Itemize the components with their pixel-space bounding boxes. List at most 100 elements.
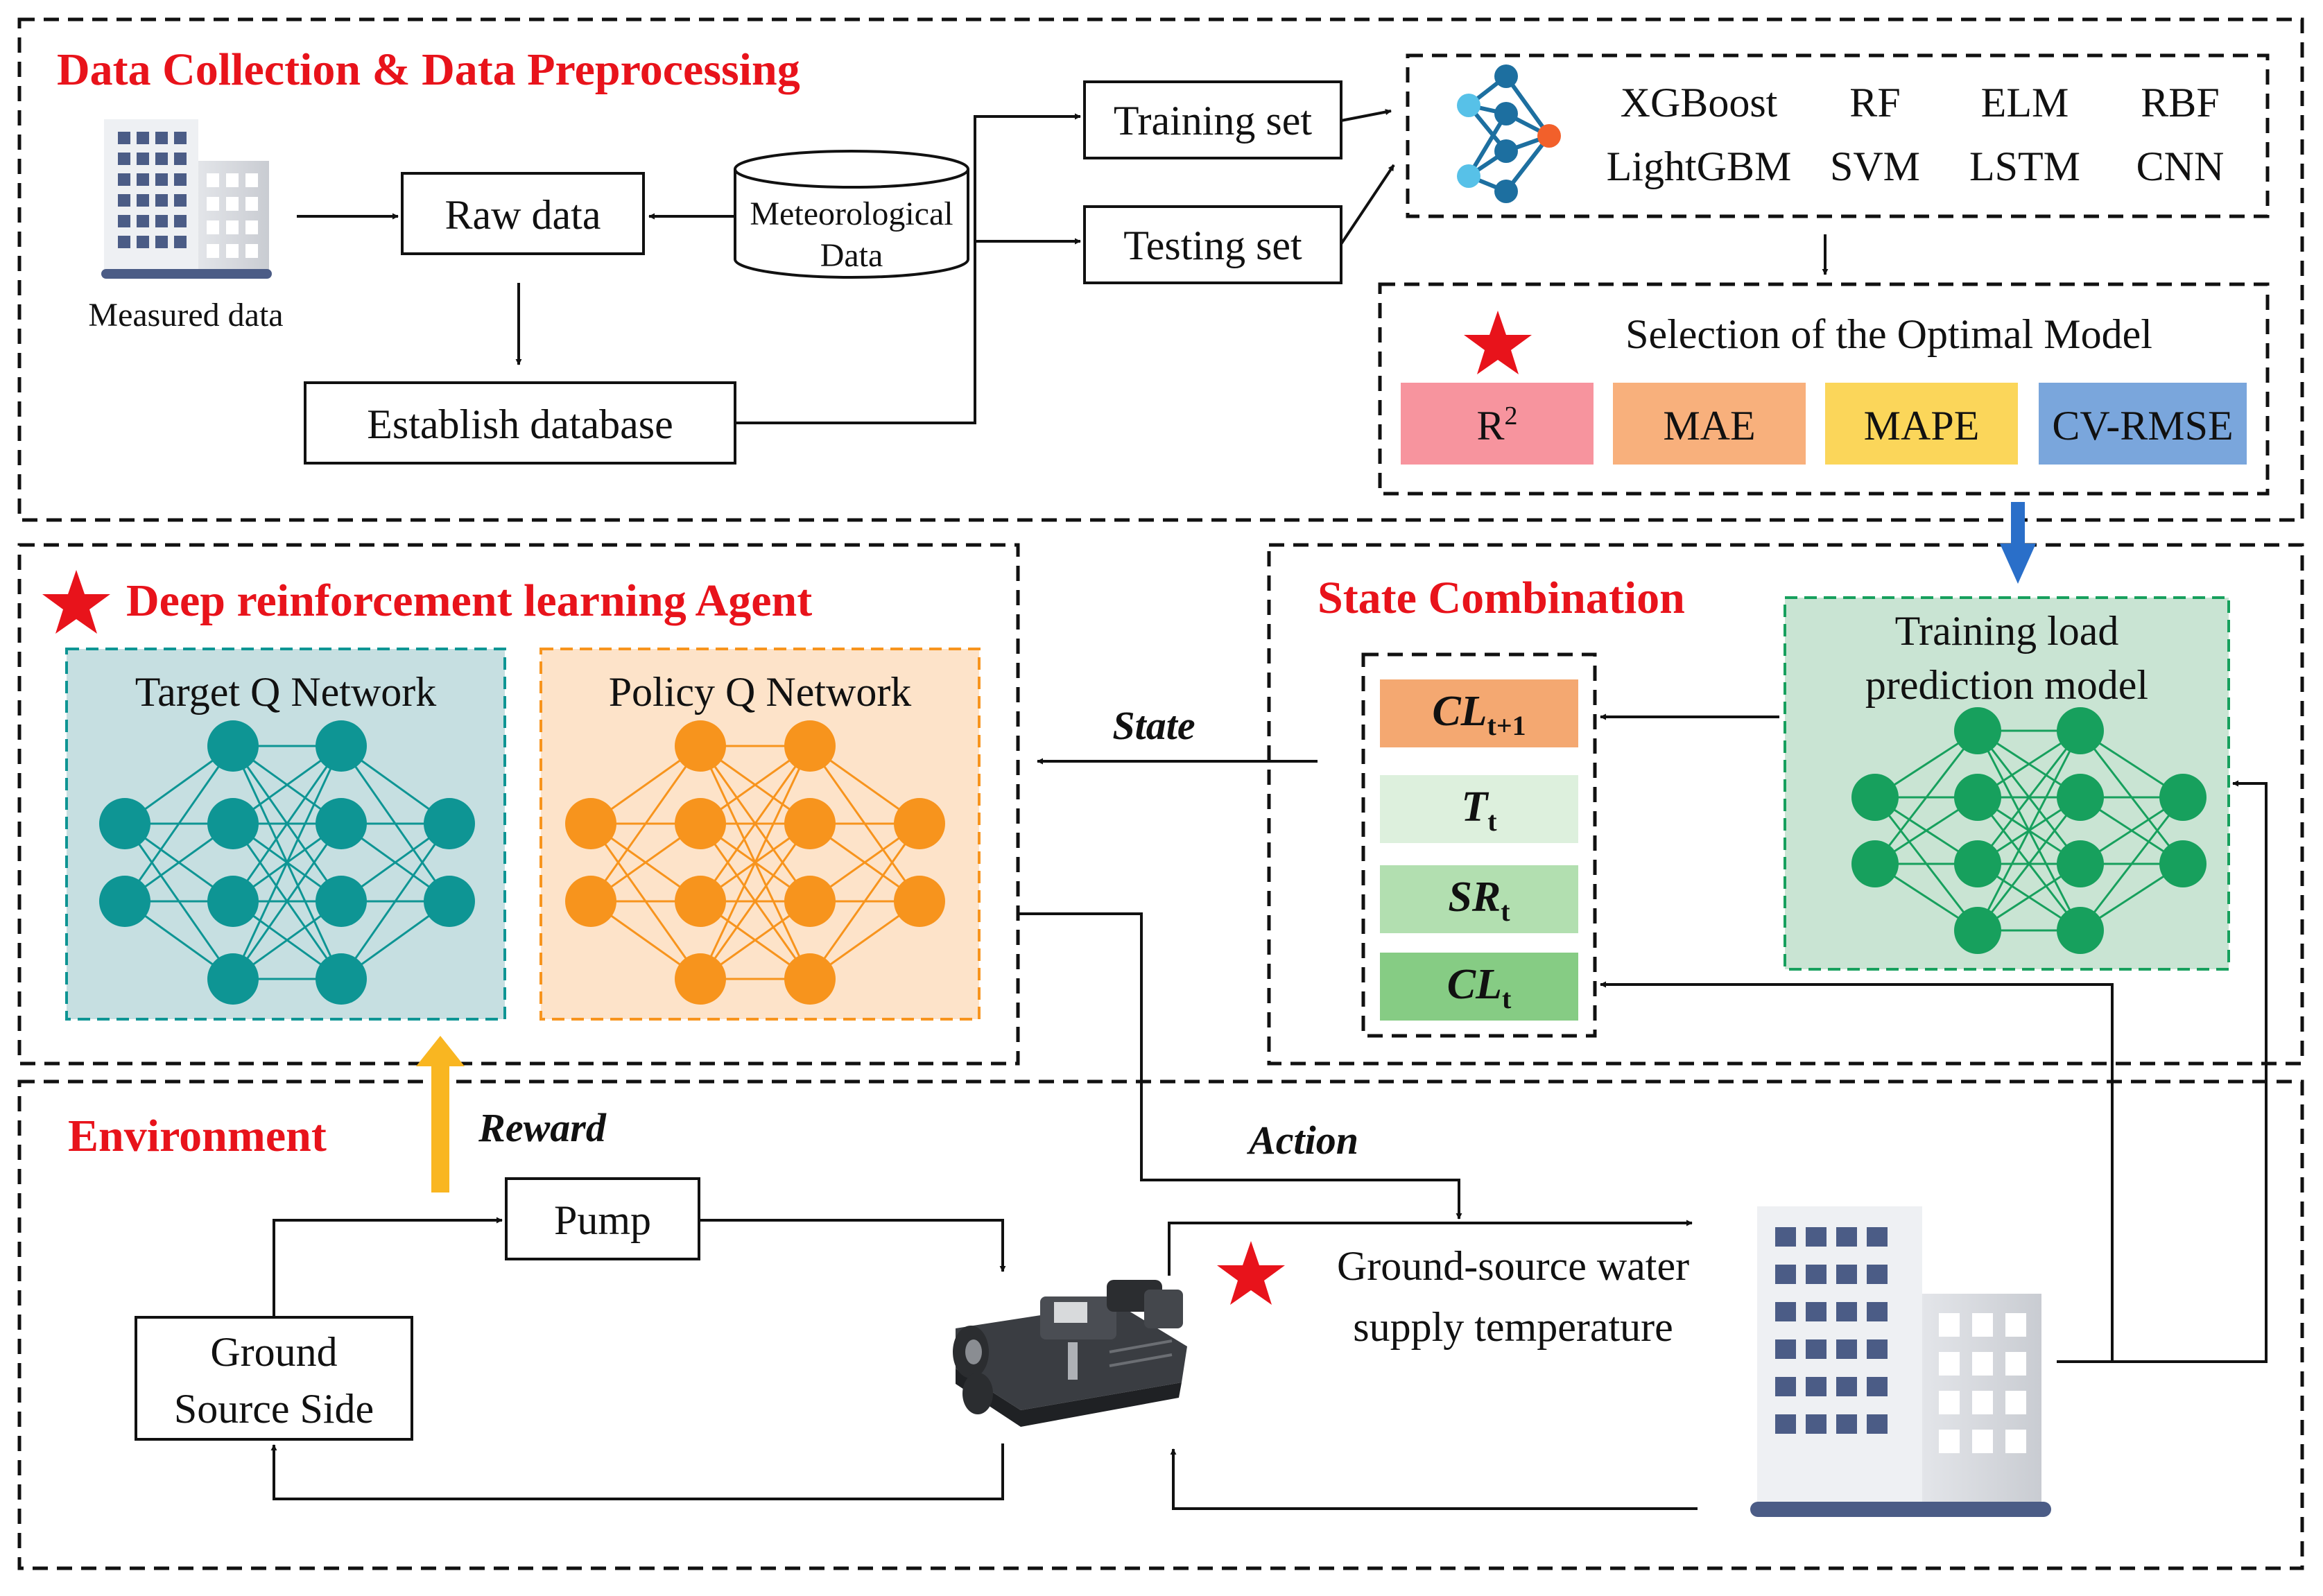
svg-text:MAE: MAE (1663, 403, 1755, 449)
state-var-sr: SRt (1380, 865, 1578, 933)
model-cnn: CNN (2136, 144, 2225, 189)
selection-box (1378, 282, 2270, 496)
agent-frame (17, 543, 1020, 1066)
model-svm: SVM (1830, 144, 1920, 189)
arrow-selection-to-training-model (2000, 502, 2036, 584)
data-collection-frame (17, 17, 2304, 522)
meteorological-label-line1: Meteorological (750, 196, 953, 232)
svg-text:CLt: CLt (1447, 961, 1512, 1014)
section-title-environment: Environment (68, 1111, 327, 1161)
meteorological-label-line2: Data (820, 237, 883, 274)
model-lightgbm: LightGBM (1607, 144, 1792, 189)
network-edge (232, 823, 343, 980)
metric-cv-rmse: CV-RMSE (2039, 383, 2247, 465)
models-box (1406, 53, 2270, 218)
target-q-network-graph (99, 720, 475, 1005)
network-node (2057, 840, 2104, 887)
network-edge (1976, 730, 2082, 865)
water-supply-label-line1: Ground-source water (1337, 1243, 1689, 1289)
network-edge (232, 745, 343, 902)
network-node (316, 953, 367, 1005)
network-node (675, 720, 726, 772)
action-flow-label: Action (1247, 1118, 1358, 1163)
star-icon (42, 570, 110, 634)
connector-building-to-state (1600, 981, 2114, 1363)
network-node (207, 953, 259, 1005)
network-edge (123, 745, 234, 902)
policy-q-network-graph (565, 720, 945, 1005)
section-title-data-collection: Data Collection & Data Preprocessing (57, 44, 800, 95)
network-node (2057, 774, 2104, 821)
state-var-t: Tt (1380, 775, 1578, 843)
network-node (894, 876, 945, 927)
section-title-state-combination: State Combination (1318, 573, 1685, 623)
svg-text:MAPE: MAPE (1864, 403, 1980, 449)
svg-text:R2: R2 (1476, 401, 1517, 449)
model-xgboost: XGBoost (1621, 80, 1778, 125)
model-rf: RF (1849, 80, 1900, 125)
section-title-agent: Deep reinforcement learning Agent (126, 575, 812, 626)
metric-mape: MAPE (1825, 383, 2018, 465)
arrow-testing-to-models (1340, 164, 1395, 245)
network-node (784, 876, 836, 927)
svg-text:Tt: Tt (1461, 783, 1497, 837)
network-node (316, 798, 367, 849)
network-node (2159, 840, 2207, 887)
raw-data-label: Raw data (445, 192, 601, 238)
network-node (1954, 840, 2001, 887)
network-node (316, 876, 367, 927)
network-edge (699, 745, 811, 902)
measured-data-label: Measured data (88, 297, 283, 333)
network-node (424, 798, 475, 849)
ground-source-label-line2: Source Side (174, 1386, 374, 1432)
network-node (565, 876, 616, 927)
network-node (894, 798, 945, 849)
network-edge (699, 823, 811, 980)
ground-source-box (135, 1316, 413, 1441)
network-node (565, 798, 616, 849)
policy-q-network-title: Policy Q Network (609, 669, 912, 715)
network-node (1954, 774, 2001, 821)
state-combination-frame (1267, 543, 2304, 1066)
network-node (784, 953, 836, 1005)
svg-text:SRt: SRt (1448, 874, 1510, 927)
connector-ground-to-pump (273, 1217, 503, 1317)
network-edge (232, 745, 343, 980)
testing-set-label: Testing set (1123, 223, 1302, 268)
network-node (2057, 707, 2104, 754)
network-node (2057, 907, 2104, 954)
network-edge (1976, 730, 2082, 931)
network-node (675, 876, 726, 927)
network-edge (340, 823, 451, 980)
meteorological-database-icon (734, 150, 969, 279)
connector-building-to-chiller (1170, 1448, 1698, 1510)
training-model-title-line2: prediction model (1865, 662, 2148, 708)
network-node (675, 953, 726, 1005)
network-node (99, 798, 150, 849)
training-set-label: Training set (1114, 98, 1312, 144)
connector-chiller-to-ground (270, 1443, 1004, 1500)
water-supply-label-line2: supply temperature (1353, 1304, 1673, 1350)
network-node (207, 798, 259, 849)
model-lstm: LSTM (1969, 144, 2080, 189)
arrow-training-to-models (1340, 109, 1392, 122)
model-rbf: RBF (2141, 80, 2219, 125)
network-node (316, 720, 367, 772)
network-node (207, 720, 259, 772)
training-load-graph (1851, 707, 2207, 954)
connector-database-split (735, 113, 1081, 424)
building-icon (101, 119, 272, 279)
network-node (784, 720, 836, 772)
training-set-box (1083, 80, 1342, 159)
network-edge (809, 823, 921, 980)
training-model-title-line1: Training load (1895, 608, 2119, 654)
connector-pump-to-chiller (699, 1219, 1006, 1272)
establish-database-label: Establish database (367, 401, 673, 447)
network-node (2159, 774, 2207, 821)
pump-box (505, 1177, 700, 1260)
establish-database-box (304, 381, 736, 465)
model-elm: ELM (1981, 80, 2069, 125)
reward-arrow (416, 1036, 465, 1192)
star-icon (1464, 311, 1532, 374)
network-node (99, 876, 150, 927)
